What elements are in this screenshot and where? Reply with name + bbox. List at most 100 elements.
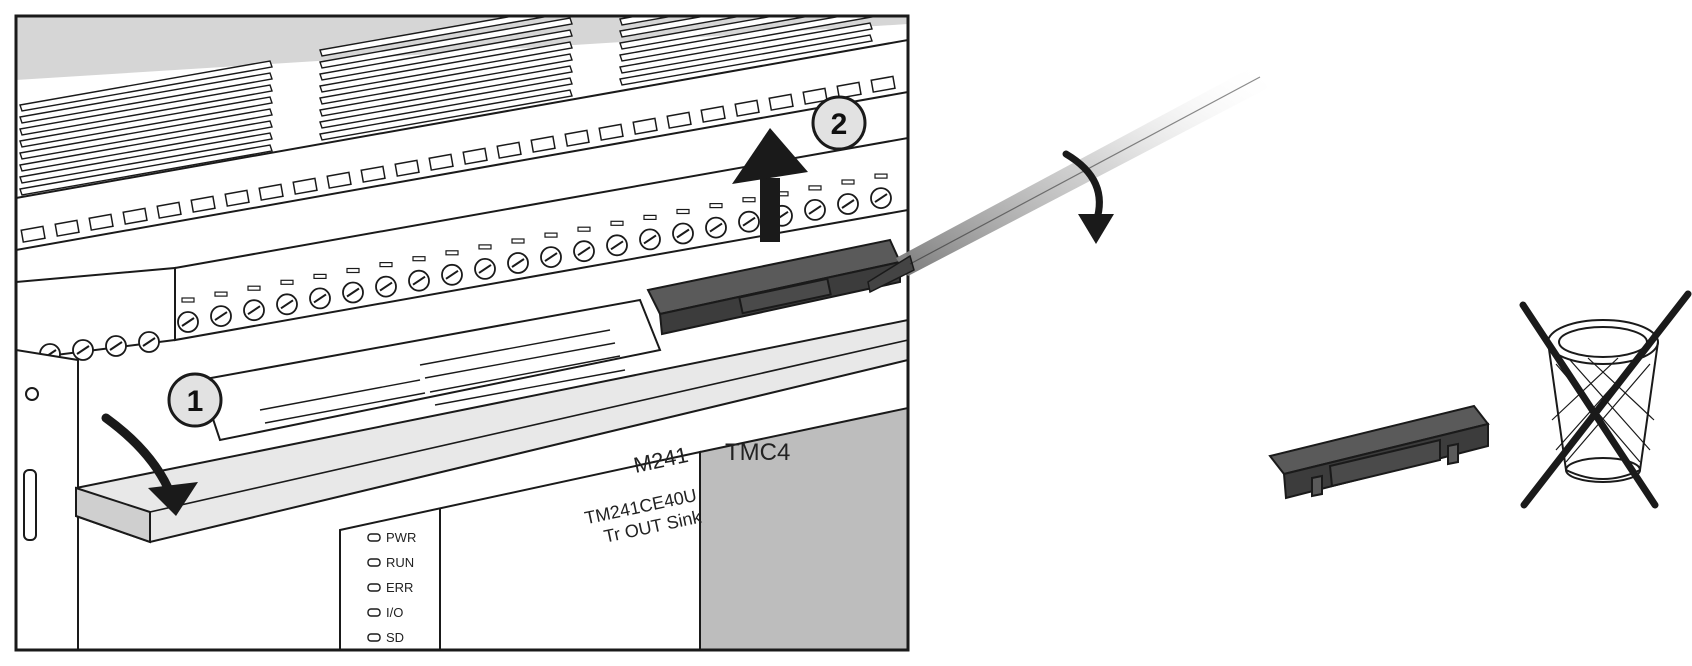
terminal-tooth bbox=[156, 201, 182, 219]
lower-vent-grille bbox=[259, 329, 626, 424]
terminal-tooth bbox=[360, 165, 386, 183]
terminal-marker bbox=[478, 244, 492, 250]
cartridge-slot-label: TMC4 bbox=[725, 439, 790, 466]
vent-slot bbox=[319, 89, 573, 141]
hinged-cover bbox=[75, 318, 908, 544]
svg-text:I/O: I/O bbox=[386, 605, 403, 620]
screw-slot bbox=[412, 275, 426, 286]
led-io: I/O bbox=[367, 605, 403, 620]
vent-slot bbox=[19, 60, 273, 112]
rotate-arrow-icon bbox=[1062, 150, 1114, 244]
screw-slot bbox=[313, 293, 327, 304]
vent-slot bbox=[19, 144, 273, 196]
front-panel bbox=[339, 406, 908, 650]
step-2-badge: 2 bbox=[811, 95, 867, 151]
terminal-marker bbox=[412, 256, 426, 262]
terminal-tooth bbox=[836, 81, 862, 99]
vent-slot bbox=[19, 120, 273, 172]
removed-protective-cap bbox=[1268, 404, 1490, 500]
screw-slot bbox=[841, 199, 855, 209]
screw-slot bbox=[142, 337, 156, 347]
terminal-tooth bbox=[326, 171, 352, 189]
vent-slot bbox=[319, 41, 573, 93]
terminal-marker bbox=[511, 238, 525, 244]
terminal-tooth bbox=[258, 183, 284, 201]
terminal-tooth bbox=[598, 123, 624, 141]
screw-slot bbox=[280, 299, 294, 310]
protective-cap-installed bbox=[646, 238, 902, 336]
screw-slot bbox=[577, 246, 591, 257]
screw-slot bbox=[709, 222, 723, 233]
vent-slot bbox=[319, 77, 573, 129]
vent-slot bbox=[19, 108, 273, 160]
terminal-tooth bbox=[54, 219, 80, 237]
terminal-marker bbox=[808, 185, 822, 191]
terminal-tooth bbox=[700, 105, 726, 123]
svg-text:1: 1 bbox=[187, 385, 204, 418]
vent-slot bbox=[19, 96, 273, 148]
terminal-tooth bbox=[632, 117, 658, 135]
terminal-tooth bbox=[224, 189, 250, 207]
screw-slot bbox=[109, 341, 123, 351]
up-arrow-icon bbox=[732, 128, 808, 242]
upper-terminal-teeth bbox=[20, 75, 896, 243]
screw-slot bbox=[511, 258, 525, 268]
svg-text:PWR: PWR bbox=[386, 530, 416, 545]
led-list: PWR RUN ERR I/O SD bbox=[367, 530, 416, 645]
vent-slot bbox=[319, 17, 573, 69]
terminal-tooth bbox=[394, 159, 420, 177]
screw-slot bbox=[445, 269, 459, 280]
terminal-marker bbox=[313, 273, 327, 279]
vent-slot bbox=[319, 65, 573, 117]
terminal-marker bbox=[181, 297, 195, 303]
screw-slot bbox=[742, 216, 756, 227]
terminal-tooth bbox=[768, 93, 794, 111]
vent-slot bbox=[319, 53, 573, 105]
terminal-marker bbox=[280, 279, 294, 285]
screwdriver-icon bbox=[867, 66, 1268, 294]
screw-slot bbox=[874, 193, 888, 203]
vent-slot bbox=[620, 0, 872, 1]
curved-arrow-icon bbox=[101, 413, 198, 516]
screw-slot bbox=[247, 305, 261, 316]
terminal-tooth bbox=[734, 99, 760, 117]
screw-slot bbox=[181, 317, 195, 327]
vent-slot bbox=[619, 16, 678, 26]
terminal-marker bbox=[214, 291, 228, 297]
svg-text:ERR: ERR bbox=[386, 580, 413, 595]
svg-text:RUN: RUN bbox=[386, 555, 414, 570]
cross-icon bbox=[1519, 290, 1692, 509]
terminal-tooth bbox=[428, 153, 454, 171]
screw-slot bbox=[643, 234, 657, 245]
terminal-tooth bbox=[88, 213, 114, 231]
vent-slot bbox=[319, 16, 554, 57]
led-pwr: PWR bbox=[367, 530, 416, 545]
terminal-marker bbox=[610, 220, 624, 226]
terminal-tooth bbox=[496, 141, 522, 159]
terminal-marker bbox=[676, 208, 690, 215]
screw-slot bbox=[379, 281, 393, 292]
terminal-tooth bbox=[20, 225, 46, 243]
terminal-tooth bbox=[666, 111, 692, 129]
screw-slot bbox=[808, 205, 822, 215]
led-sd: SD bbox=[367, 630, 404, 645]
terminal-marker bbox=[247, 285, 261, 291]
terminal-marker bbox=[841, 179, 855, 185]
vent-slot bbox=[19, 132, 273, 184]
screw-slot bbox=[676, 228, 690, 239]
terminal-marker bbox=[643, 214, 657, 220]
led-err: ERR bbox=[367, 580, 413, 595]
terminal-tooth bbox=[190, 195, 216, 213]
terminal-tooth bbox=[530, 135, 556, 153]
side-bracket bbox=[16, 348, 79, 650]
vent-slot bbox=[619, 16, 746, 38]
controller-illustration: M241 TM241CE40U Tr OUT Sink TMC4 PWR RUN… bbox=[16, 0, 908, 650]
terminal-marker bbox=[544, 232, 558, 238]
terminal-marker bbox=[346, 267, 360, 274]
terminal-marker bbox=[742, 197, 756, 203]
vent-slot bbox=[319, 29, 573, 81]
vent-slot bbox=[19, 84, 273, 136]
vent-slot bbox=[619, 22, 873, 74]
screw-slot bbox=[544, 252, 558, 262]
screw-slot bbox=[346, 287, 360, 298]
